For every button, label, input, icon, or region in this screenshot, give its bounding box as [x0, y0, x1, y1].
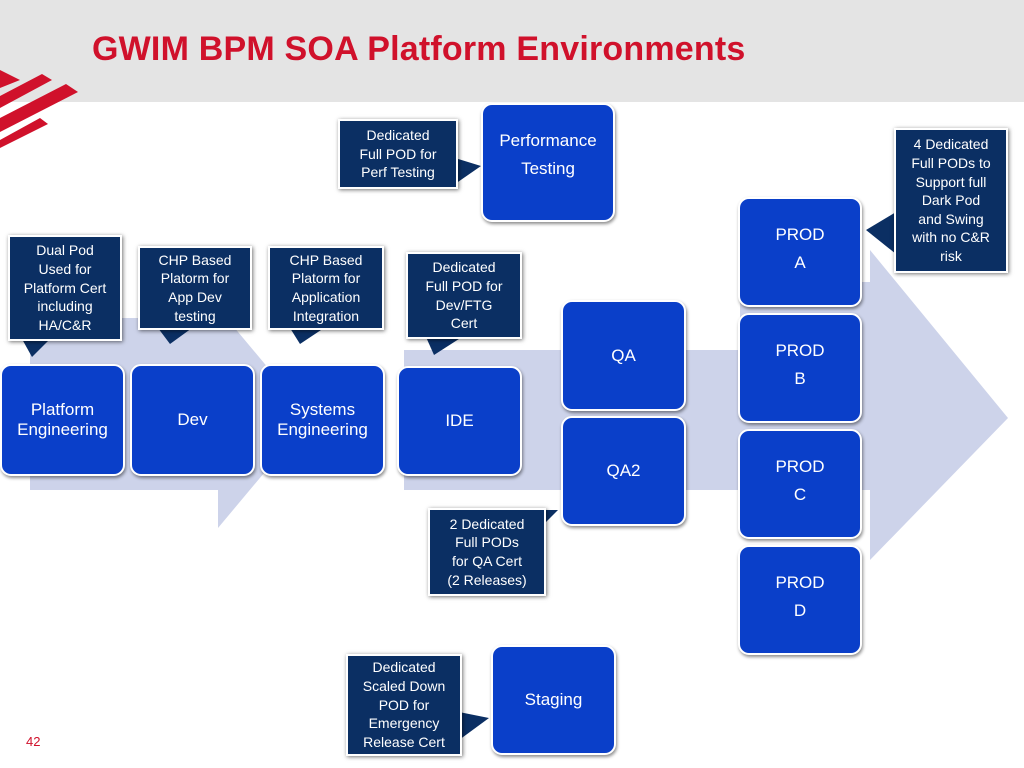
- qa2-box[interactable]: QA2: [561, 416, 686, 526]
- dev-ftg-cert-callout-tail: [426, 337, 462, 355]
- header-band: [0, 0, 1024, 102]
- prod-c-box[interactable]: PROD C: [738, 429, 862, 539]
- chp-app-dev-callout: CHP Based Platorm for App Dev testing: [138, 246, 252, 330]
- prod-a-box[interactable]: PROD A: [738, 197, 862, 307]
- systems-engineering-box[interactable]: Systems Engineering: [260, 364, 385, 476]
- dual-pod-callout: Dual Pod Used for Platform Cert includin…: [8, 235, 122, 341]
- prod-pods-callout-tail: [866, 212, 896, 254]
- emergency-release-callout: Dedicated Scaled Down POD for Emergency …: [346, 654, 462, 756]
- perf-testing-callout-tail: [455, 158, 481, 184]
- emergency-release-callout-tail: [459, 712, 489, 740]
- perf-testing-callout: Dedicated Full POD for Perf Testing: [338, 119, 458, 189]
- chp-app-dev-callout-tail: [158, 328, 192, 344]
- ide-box[interactable]: IDE: [397, 366, 522, 476]
- prod-d-box[interactable]: PROD D: [738, 545, 862, 655]
- flag-stripes-logo: [0, 70, 78, 148]
- performance-testing-box[interactable]: Performance Testing: [481, 103, 615, 222]
- slide-title: GWIM BPM SOA Platform Environments: [92, 30, 746, 68]
- page-number: 42: [26, 734, 41, 749]
- qa-cert-callout: 2 Dedicated Full PODs for QA Cert (2 Rel…: [428, 508, 546, 596]
- chp-app-integration-callout-tail: [290, 328, 324, 344]
- chp-app-integration-callout: CHP Based Platorm for Application Integr…: [268, 246, 384, 330]
- prod-b-box[interactable]: PROD B: [738, 313, 862, 423]
- dual-pod-callout-tail: [22, 339, 50, 357]
- qa-box[interactable]: QA: [561, 300, 686, 411]
- prod-pods-callout: 4 Dedicated Full PODs to Support full Da…: [894, 128, 1008, 273]
- dev-box[interactable]: Dev: [130, 364, 255, 476]
- platform-engineering-box[interactable]: Platform Engineering: [0, 364, 125, 476]
- dev-ftg-cert-callout: Dedicated Full POD for Dev/FTG Cert: [406, 252, 522, 339]
- staging-box[interactable]: Staging: [491, 645, 616, 755]
